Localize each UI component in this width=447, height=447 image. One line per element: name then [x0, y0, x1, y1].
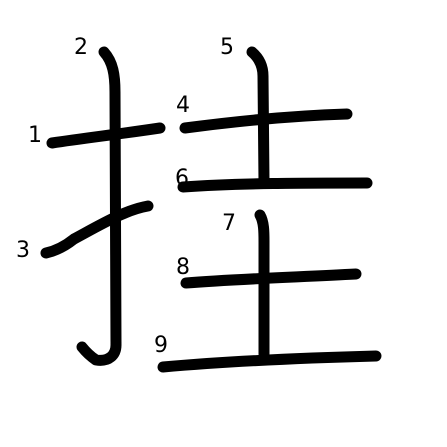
stroke-1 — [46, 122, 166, 149]
stroke-number-6: 6 — [175, 166, 189, 191]
stroke-8 — [180, 268, 362, 289]
stroke-number-2: 2 — [74, 35, 88, 60]
stroke-9 — [157, 350, 382, 373]
stroke-number-5: 5 — [220, 35, 234, 60]
stroke-2 — [76, 46, 122, 366]
stroke-number-8: 8 — [176, 255, 190, 280]
stroke-number-4: 4 — [176, 93, 190, 118]
stroke-number-9: 9 — [154, 333, 168, 358]
stroke-numbers: 1 2 3 4 5 6 7 8 9 — [16, 35, 236, 358]
stroke-number-1: 1 — [28, 123, 42, 148]
stroke-number-7: 7 — [222, 211, 236, 236]
stroke-5 — [246, 46, 270, 188]
strokes-group — [40, 46, 382, 373]
stroke-7 — [254, 209, 270, 360]
stroke-number-3: 3 — [16, 238, 30, 263]
stroke-6 — [177, 177, 373, 193]
stroke-3 — [40, 200, 154, 259]
